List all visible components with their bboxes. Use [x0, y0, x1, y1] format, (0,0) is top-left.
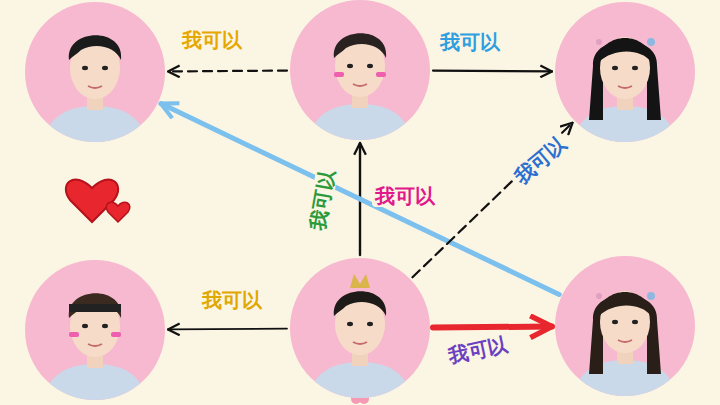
portrait-circle — [25, 2, 165, 142]
edge-label: 我可以 — [508, 130, 573, 189]
portrait-illustration — [25, 260, 165, 400]
portrait-circle — [290, 0, 430, 140]
relation-arrow — [433, 69, 552, 72]
portrait-illustration — [290, 0, 430, 140]
portrait-circle — [290, 258, 430, 398]
portrait-illustration — [555, 2, 695, 142]
portrait-illustration — [555, 256, 695, 396]
portrait-circle — [555, 256, 695, 396]
portrait-illustration — [290, 258, 430, 398]
portrait-illustration — [25, 2, 165, 142]
relation-arrow — [168, 328, 287, 331]
heart-symbol — [66, 180, 130, 222]
edge-label: 我可以 — [179, 29, 245, 51]
edge-label: 我可以 — [372, 185, 438, 207]
relation-arrow — [433, 324, 552, 331]
portrait-circle — [25, 260, 165, 400]
edge-label: 我可以 — [199, 289, 265, 311]
edge-label: 我可以 — [437, 31, 503, 53]
edge-label: 我可以 — [443, 332, 512, 367]
relation-arrow — [168, 69, 287, 72]
portrait-circle — [555, 2, 695, 142]
